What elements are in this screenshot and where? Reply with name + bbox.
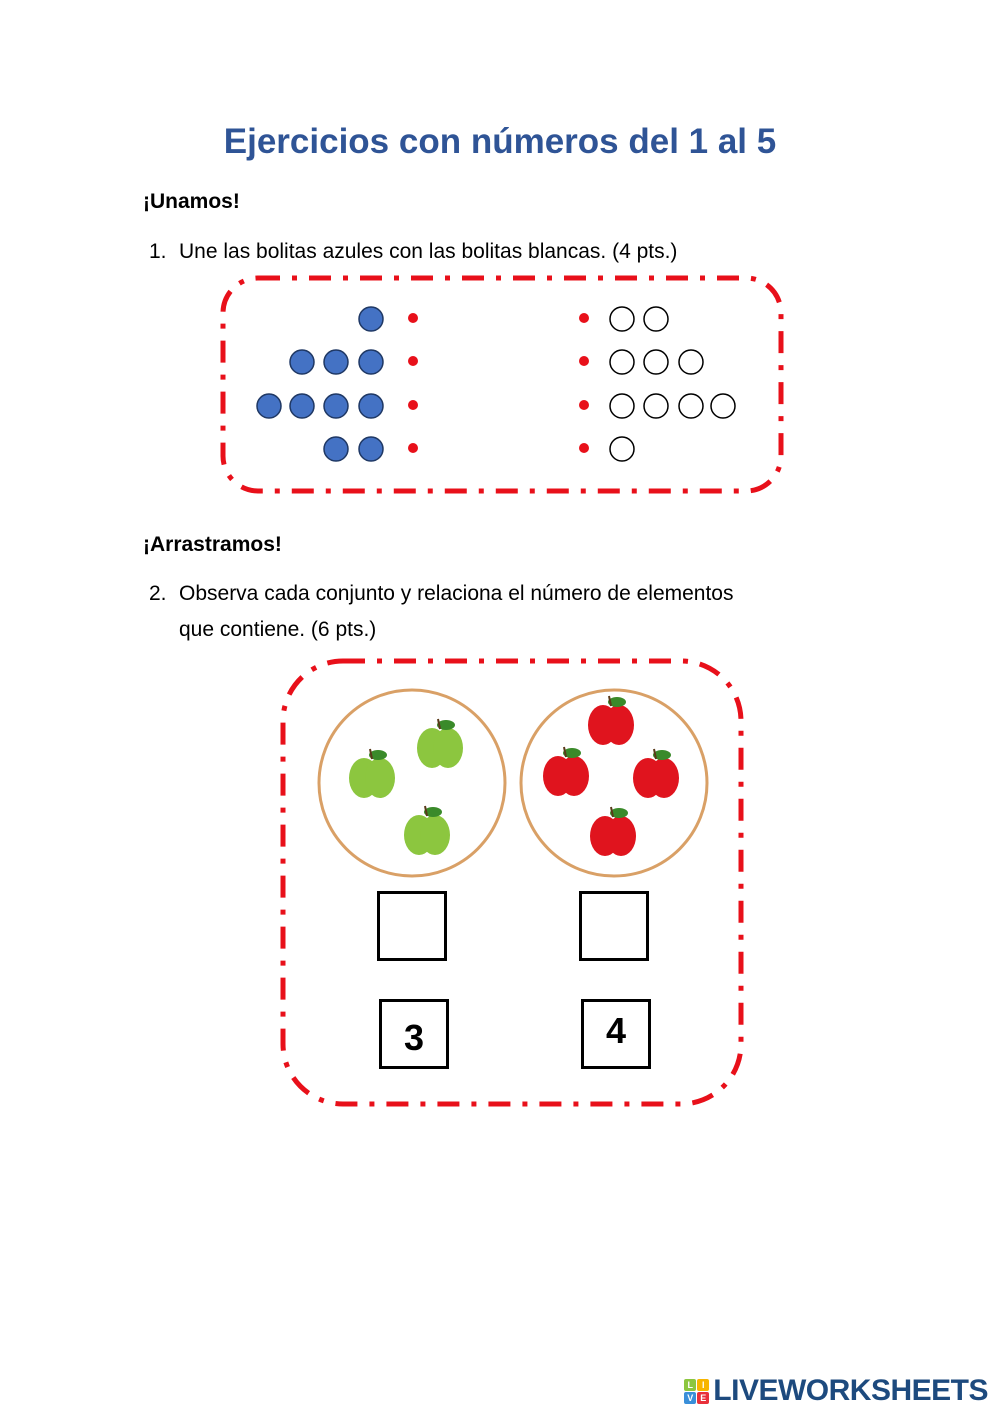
blue-ball [358, 306, 384, 332]
question-text-line1: Observa cada conjunto y relaciona el núm… [179, 582, 734, 605]
white-ball [609, 393, 635, 419]
draggable-number-3[interactable]: 3 [379, 999, 449, 1069]
section2-heading: ¡Arrastramos! [143, 533, 282, 556]
red-apple-plate [519, 688, 709, 878]
blue-ball [289, 349, 315, 375]
blue-ball [323, 436, 349, 462]
white-ball [609, 306, 635, 332]
question2: 2. Observa cada conjunto y relaciona el n… [149, 576, 734, 648]
right-connector-dot[interactable] [579, 313, 589, 323]
red-apple-icon [633, 748, 679, 798]
white-ball [643, 306, 669, 332]
logo-text: LIVEWORKSHEETS [713, 1374, 988, 1407]
red-apple-icon [543, 746, 589, 796]
red-apple-icon [588, 695, 634, 745]
blue-ball [289, 393, 315, 419]
left-connector-dot[interactable] [408, 443, 418, 453]
section1-heading: ¡Unamos! [143, 190, 240, 213]
draggable-number-4[interactable]: 4 [581, 999, 651, 1069]
question1: 1. Une las bolitas azules con las bolitas… [149, 234, 677, 270]
white-ball [678, 349, 704, 375]
counting-frame [280, 658, 744, 1107]
page-title: Ejercicios con números del 1 al 5 [223, 122, 777, 161]
drop-box-red-apples[interactable] [579, 891, 649, 961]
blue-ball [358, 393, 384, 419]
question-number: 1. [149, 240, 167, 263]
blue-ball [323, 393, 349, 419]
right-connector-dot[interactable] [579, 356, 589, 366]
blue-ball [358, 436, 384, 462]
green-apple-icon [417, 718, 463, 768]
right-connector-dot[interactable] [579, 400, 589, 410]
red-apple-icon [590, 806, 636, 856]
left-connector-dot[interactable] [408, 313, 418, 323]
green-apple-icon [349, 748, 395, 798]
question-text-line2: que contiene. (6 pts.) [179, 618, 377, 641]
blue-ball [256, 393, 282, 419]
question-text: Une las bolitas azules con las bolitas b… [179, 240, 678, 263]
white-ball [710, 393, 736, 419]
question-number: 2. [149, 582, 167, 605]
white-ball [643, 393, 669, 419]
white-ball [609, 349, 635, 375]
white-ball [609, 436, 635, 462]
left-connector-dot[interactable] [408, 400, 418, 410]
white-ball [678, 393, 704, 419]
drop-box-green-apples[interactable] [377, 891, 447, 961]
blue-ball [358, 349, 384, 375]
right-connector-dot[interactable] [579, 443, 589, 453]
green-apple-icon [404, 805, 450, 855]
white-ball [643, 349, 669, 375]
left-connector-dot[interactable] [408, 356, 418, 366]
blue-ball [323, 349, 349, 375]
matching-frame [220, 275, 784, 494]
